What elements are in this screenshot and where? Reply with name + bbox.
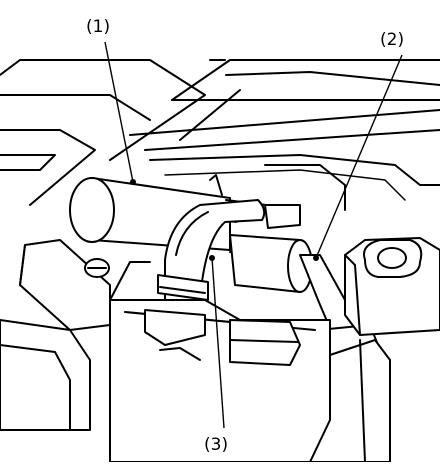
callout-label-1: (1) [86,17,110,37]
leader-line-2 [315,54,403,259]
leader-dot-3 [209,255,215,261]
leader-dot-1 [130,179,136,185]
callout-2: (2) [313,30,404,261]
left-mount [0,239,111,431]
callout-label-2: (2) [380,30,404,50]
right-mount [309,237,440,463]
callout-3: (3) [204,255,228,455]
leader-dot-2 [313,255,319,261]
callout-label-3: (3) [204,435,228,455]
tray-deck [129,109,440,211]
callout-1: (1) [86,17,136,185]
strap-band [157,199,266,301]
leader-line-3 [211,257,225,429]
leader-line-1 [104,41,134,183]
lid-frame [0,59,440,206]
